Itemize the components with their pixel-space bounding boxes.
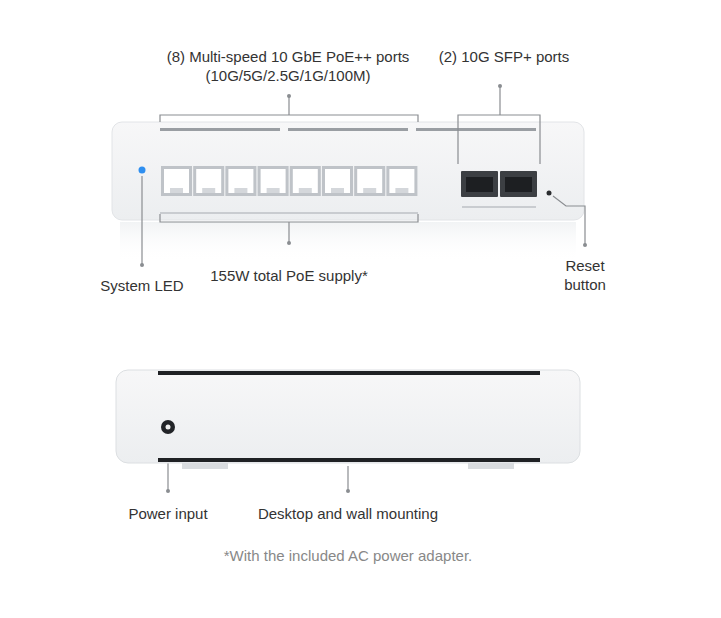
callout-label: Desktop and wall mounting [258,504,438,523]
callout-label: System LED [100,276,183,295]
rj45-port [322,166,353,196]
rj45-port [161,166,192,196]
led [139,167,146,174]
rj45-port [386,166,417,196]
rj45-port [258,166,289,196]
rj45-ports [161,166,417,196]
rj45-port [225,166,256,196]
callout-label: (8) Multi-speed 10 GbE PoE++ ports (10G/… [143,47,433,85]
switch-front [112,122,584,262]
rj45-port [354,166,385,196]
power-jack [161,420,175,434]
switch-back [116,370,580,469]
rj45-port [290,166,321,196]
callout-label: Power input [128,504,207,523]
callout-label: (2) 10G SFP+ ports [439,47,569,66]
rj45-port [193,166,224,196]
callout-label: 155W total PoE supply* [210,266,368,285]
reset-hole [547,191,552,196]
callout-label: *With the included AC power adapter. [224,546,472,565]
callout-label: Reset button [554,256,616,294]
